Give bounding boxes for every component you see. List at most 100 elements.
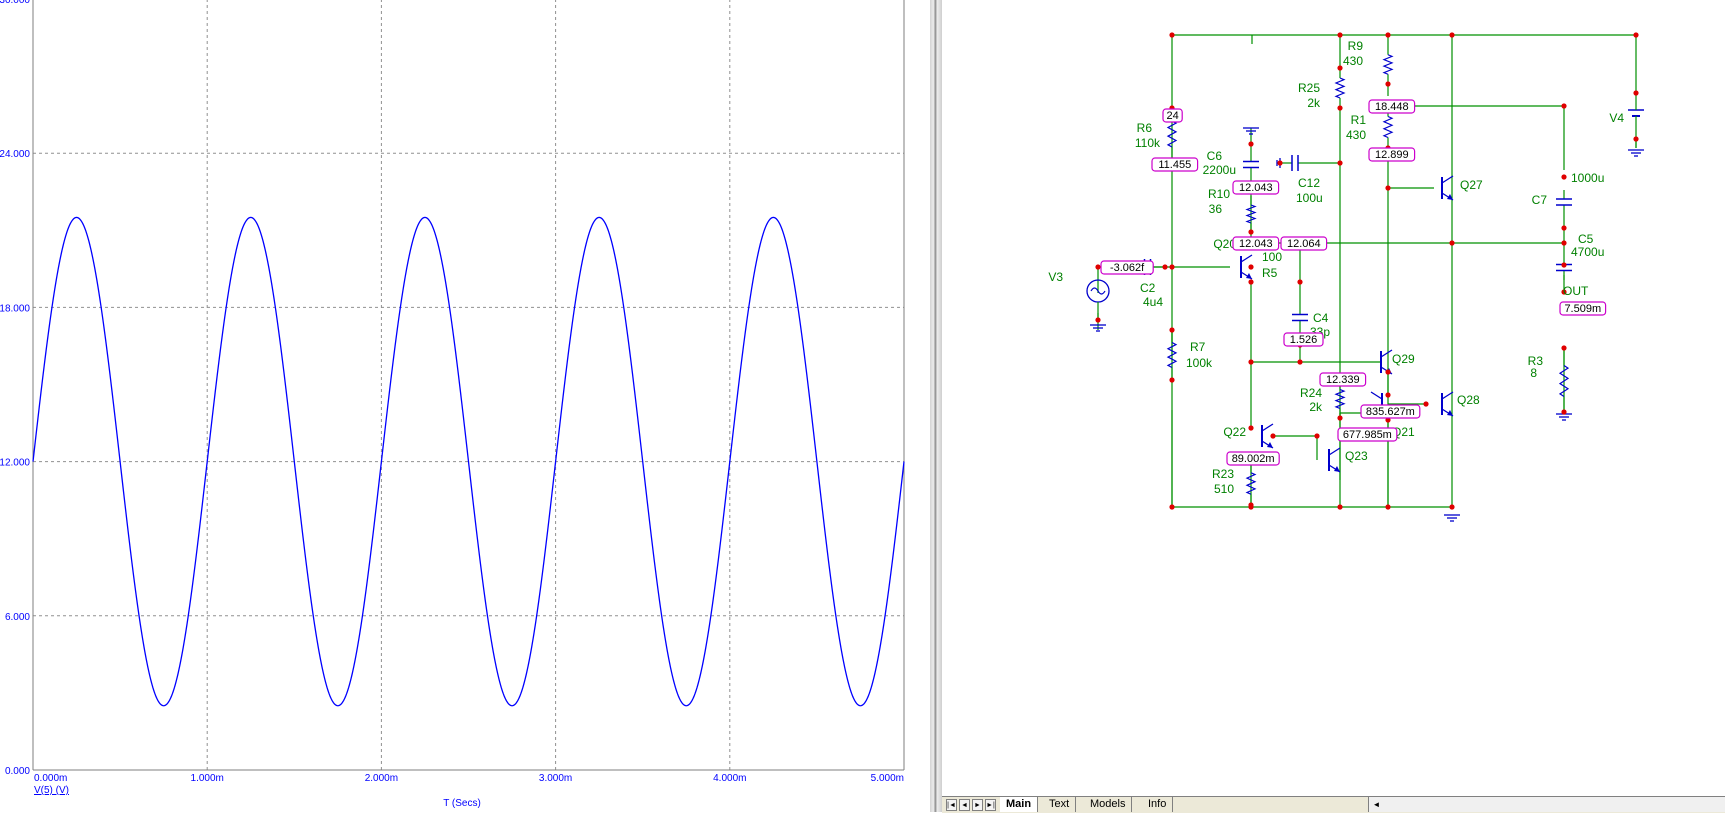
node-dot: [1449, 32, 1455, 38]
label-c2-name: C2: [1140, 281, 1156, 295]
transistor-q22: [1261, 423, 1274, 449]
readout-box: [1337, 427, 1398, 442]
first-tab-button[interactable]: |◄: [946, 799, 957, 811]
horizontal-scrollbar[interactable]: ◄: [1368, 797, 1725, 812]
readout-box: [1368, 99, 1416, 114]
resistor-r9: [1382, 45, 1394, 84]
node-dot: [1169, 504, 1175, 510]
voltage-readout[interactable]: 11.455: [1151, 157, 1199, 172]
node-dot: [1561, 174, 1567, 180]
tab-text[interactable]: Text: [1043, 797, 1077, 812]
label-r9-name: R9: [1348, 39, 1364, 53]
label-r10-name: R10: [1208, 187, 1230, 201]
node-dot: [1561, 409, 1567, 415]
resistor-r25: [1334, 68, 1346, 108]
bjt-arrow: [1447, 410, 1453, 416]
node-dot: [1561, 262, 1567, 268]
capacitor-c7: [1556, 190, 1572, 214]
node-dot: [1337, 65, 1343, 71]
node-dot: [1449, 240, 1455, 246]
voltage-readout[interactable]: 12.899: [1368, 147, 1416, 162]
schematic-canvas[interactable]: R9430R252kR1430R6110kC62200uC12100uR1036…: [942, 0, 1725, 812]
readout-value: 12.043: [1239, 182, 1273, 194]
readout-value: 677.985m: [1343, 429, 1392, 441]
bjt-collector: [1328, 447, 1341, 456]
voltage-readout[interactable]: 12.064: [1280, 236, 1328, 251]
label-r6-value: 110k: [1135, 136, 1161, 150]
voltage-readout[interactable]: 89.002m: [1226, 451, 1280, 466]
voltage-readout[interactable]: -3.062f: [1100, 260, 1154, 275]
voltage-readout[interactable]: 677.985m: [1337, 427, 1398, 442]
ground-v3: [1090, 324, 1106, 332]
bjt-arrow: [1246, 273, 1252, 279]
node-dot: [1162, 264, 1168, 270]
resistor-zigzag: [1166, 341, 1178, 369]
transistor-q28: [1441, 391, 1454, 417]
readout-value: 12.899: [1375, 149, 1409, 161]
label-r1-value: 430: [1346, 128, 1366, 142]
node-dot: [1248, 264, 1254, 270]
voltage-readout[interactable]: 7.509m: [1559, 301, 1607, 316]
voltage-readout[interactable]: 18.448: [1368, 99, 1416, 114]
label-q20-name: Q20: [1213, 237, 1236, 251]
label-c4-name: C4: [1313, 311, 1329, 325]
readout-value: 18.448: [1375, 101, 1409, 113]
voltage-readout[interactable]: 12.043: [1232, 236, 1280, 251]
readout-box: [1559, 301, 1607, 316]
voltage-readout[interactable]: 12.043: [1232, 180, 1280, 195]
node-dot: [1561, 240, 1567, 246]
voltage-readout[interactable]: 835.627m: [1360, 404, 1421, 419]
resistor-zigzag: [1334, 77, 1346, 99]
pane-splitter[interactable]: [930, 0, 942, 812]
scroll-left-button[interactable]: ◄: [1372, 800, 1381, 809]
last-tab-button[interactable]: ►|: [985, 799, 996, 811]
resistor-zigzag: [1245, 204, 1257, 224]
y-tick-label: 6.000: [5, 612, 30, 623]
resistor-zigzag: [1558, 364, 1570, 398]
node-dot: [1248, 279, 1254, 285]
next-tab-button[interactable]: ►: [972, 799, 983, 811]
ground-v4: [1628, 149, 1644, 157]
tab-main[interactable]: Main: [1000, 797, 1039, 812]
x-axis-title: T (Secs): [443, 798, 481, 809]
transistor-q27: [1441, 175, 1454, 201]
bjt-collector: [1240, 254, 1253, 263]
tab-info[interactable]: Info: [1142, 797, 1174, 812]
ground-main: [1444, 514, 1460, 522]
trace-label[interactable]: V(5) (V): [34, 785, 69, 796]
x-tick-label: 4.000m: [713, 773, 746, 784]
node-dot: [1337, 160, 1343, 166]
label-c5-value: 4700u: [1571, 245, 1604, 259]
readout-box: [1151, 157, 1199, 172]
node-dot: [1561, 225, 1567, 231]
battery-v4: [1628, 93, 1644, 148]
voltage-readout[interactable]: 12.339: [1319, 372, 1367, 387]
x-tick-label: 2.000m: [365, 773, 398, 784]
tab-models[interactable]: Models: [1084, 797, 1133, 812]
node-dot: [1449, 504, 1455, 510]
label-c7-name: C7: [1532, 193, 1548, 207]
bjt-collector: [1261, 423, 1274, 432]
resistor-r3: [1558, 350, 1570, 412]
node-dot: [1169, 264, 1175, 270]
node-dot: [1337, 32, 1343, 38]
resistor-r23: [1245, 462, 1257, 505]
label-r10-value: 36: [1209, 202, 1223, 216]
voltage-readout[interactable]: 1.526: [1283, 332, 1324, 347]
label-c2-value: 4u4: [1143, 295, 1163, 309]
x-tick-label: 3.000m: [539, 773, 572, 784]
node-dot: [1633, 90, 1639, 96]
trace-line-v5: [32, 216, 905, 707]
voltage-readout[interactable]: 24: [1162, 108, 1183, 123]
readout-box: [1232, 236, 1280, 251]
voltage-source-v3: [1086, 279, 1110, 322]
label-r1-name: R1: [1351, 113, 1367, 127]
node-dot: [1385, 32, 1391, 38]
prev-tab-button[interactable]: ◄: [959, 799, 970, 811]
node-dot: [1095, 317, 1101, 323]
